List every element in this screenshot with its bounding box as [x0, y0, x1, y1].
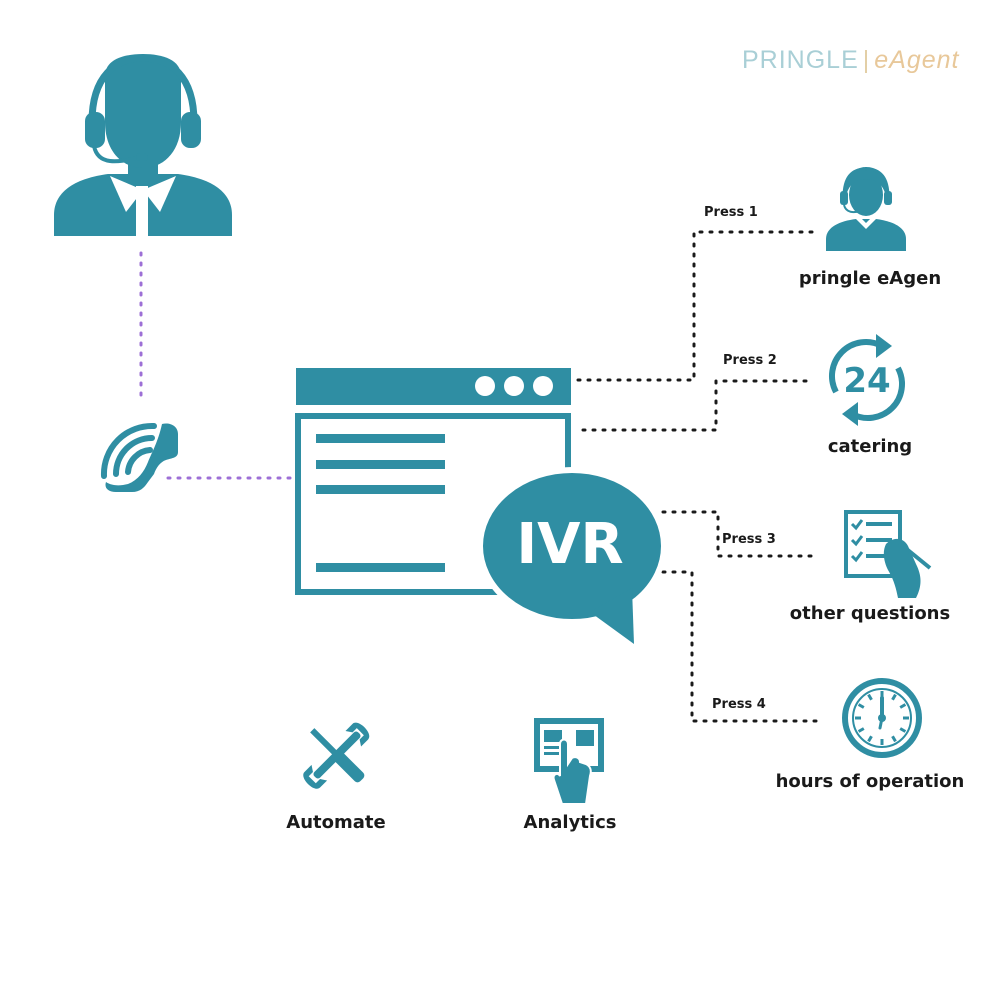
option-hours-of-operation: hours of operation [775, 771, 965, 792]
logo-secondary: eAgent [874, 46, 960, 74]
logo-primary: PRINGLE [742, 46, 859, 74]
press-4-label: Press 4 [712, 697, 766, 712]
press-1-label: Press 1 [704, 205, 758, 220]
ivr-label: IVR [516, 512, 624, 577]
option-catering: catering [827, 436, 913, 457]
ivr-window [295, 368, 571, 595]
press-2-label: Press 2 [723, 353, 777, 368]
option-pringle-eagent: pringle eAgen [798, 268, 942, 289]
phone-call-icon [100, 422, 178, 492]
feature-analytics: Analytics [523, 812, 617, 833]
tools-icon [303, 722, 370, 789]
feature-automate: Automate [286, 812, 386, 833]
caller-connector [139, 251, 292, 480]
agent-headset-icon [54, 54, 232, 236]
24-hour-icon: 24 [829, 334, 905, 426]
analytics-icon [534, 718, 604, 805]
menu-connectors [576, 230, 822, 723]
checklist-icon [844, 510, 932, 598]
option-other-questions: other questions [789, 603, 951, 624]
ivr-speech-bubble [477, 467, 667, 644]
female-agent-icon [826, 167, 906, 251]
logo-separator: | [862, 46, 871, 74]
svg-text:24: 24 [843, 361, 890, 401]
press-3-label: Press 3 [722, 532, 776, 547]
brand-logo: PRINGLE|eAgent [742, 46, 960, 75]
clock-icon [842, 678, 922, 758]
